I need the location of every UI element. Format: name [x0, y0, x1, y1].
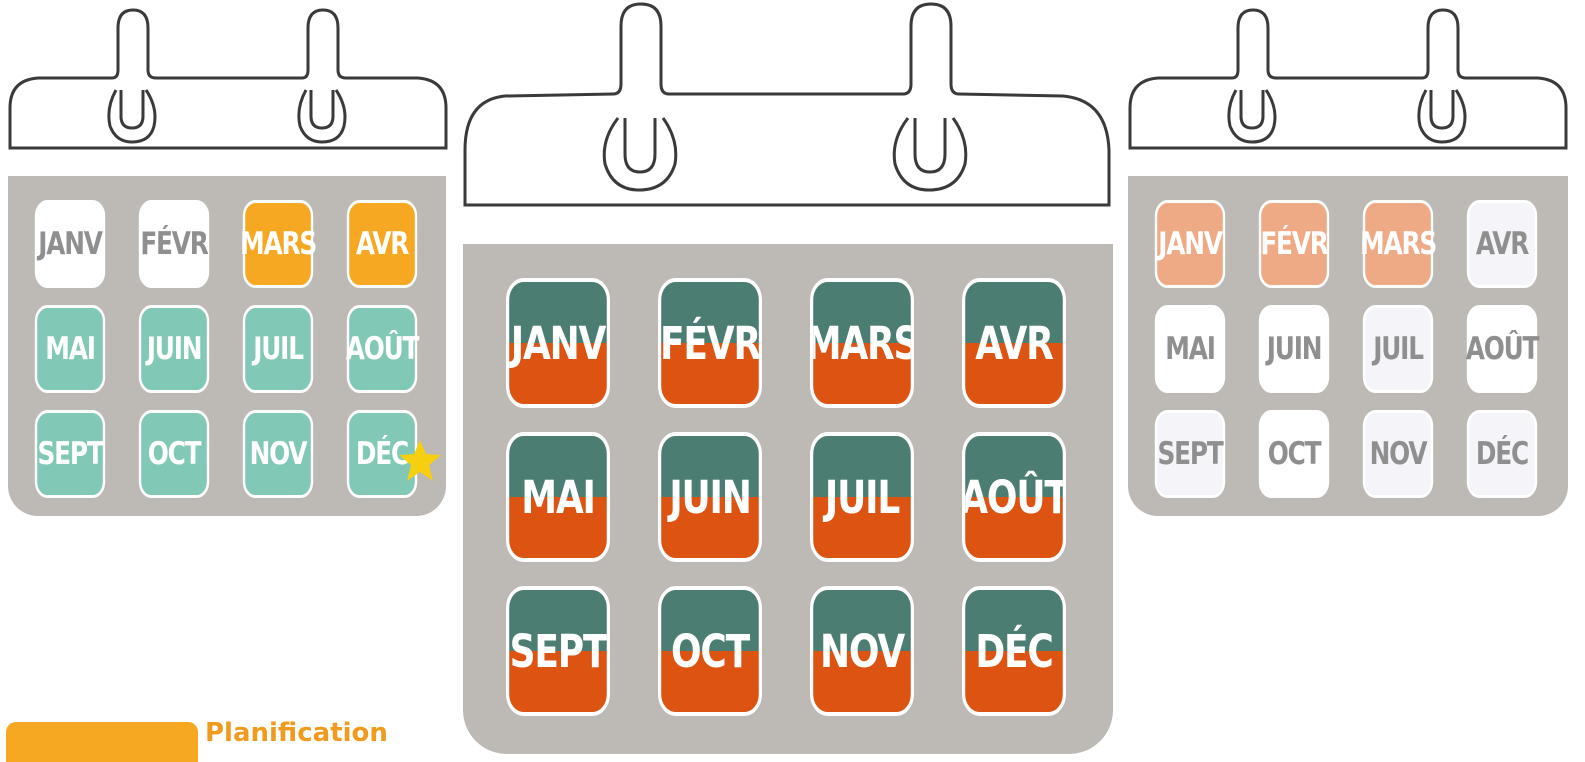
calendar-board: JANV FÉVR MARS AVR MAI JUIN JUIL AOÛT SEPT OCT NOV…	[8, 176, 446, 516]
month-tile[interactable]: JUIN	[1259, 305, 1329, 393]
calendar-right: JANV FÉVR MARS AVR MAI JUIN JUIL AOÛT SEPT OCT NOV…	[1128, 8, 1568, 518]
month-tile[interactable]: SEPT	[506, 586, 610, 716]
month-label: NOV	[250, 436, 307, 472]
month-tile[interactable]: MAI	[1155, 305, 1225, 393]
month-tile[interactable]: OCT	[658, 586, 762, 716]
calendar-binder-icon	[8, 8, 448, 178]
month-label: MAI	[1165, 331, 1215, 367]
month-label: JANV	[38, 226, 102, 262]
legend-swatch	[6, 722, 198, 762]
month-label: FÉVR	[660, 317, 760, 370]
month-label: AOÛT	[962, 471, 1066, 524]
month-tile[interactable]: DÉC	[1467, 410, 1537, 498]
month-label: SEPT	[37, 436, 102, 472]
month-tile[interactable]: JUIL	[1363, 305, 1433, 393]
month-label: NOV	[1370, 436, 1427, 472]
month-tile[interactable]: AVR	[962, 278, 1066, 408]
month-tile[interactable]: JANV	[506, 278, 610, 408]
month-tile[interactable]: AOÛT	[962, 432, 1066, 562]
legend-label: Planification	[205, 718, 388, 748]
month-label: DÉC	[975, 625, 1052, 678]
month-tile[interactable]: SEPT	[1155, 410, 1225, 498]
month-grid: JANV FÉVR MARS AVR MAI JUIN JUIL AOÛT SEPT OCT NOV…	[1146, 200, 1546, 498]
month-label: MAI	[521, 471, 594, 524]
month-label: JUIN	[1267, 331, 1322, 367]
month-label: OCT	[148, 436, 201, 472]
month-label: SEPT	[510, 625, 607, 678]
calendar-center: JANV FÉVR MARS AVR MAI JUIN JUIL AOÛT SEPT OCT NOV…	[463, 0, 1113, 750]
month-label: AVR	[975, 317, 1052, 370]
calendar-binder-icon	[463, 0, 1113, 240]
month-tile[interactable]: NOV	[243, 410, 313, 498]
month-label: JUIN	[669, 471, 750, 524]
month-label: MARS	[240, 226, 316, 262]
month-label: AVR	[356, 226, 408, 262]
month-tile[interactable]: AOÛT	[347, 305, 417, 393]
month-label: FÉVR	[1260, 226, 1327, 262]
month-tile[interactable]: NOV	[810, 586, 914, 716]
month-tile[interactable]: AVR	[347, 200, 417, 288]
month-tile[interactable]: MARS	[810, 278, 914, 408]
month-label: MARS	[1360, 226, 1436, 262]
calendar-binder-icon	[1128, 8, 1568, 178]
star-icon	[397, 438, 443, 484]
month-tile[interactable]: OCT	[139, 410, 209, 498]
month-tile[interactable]: JANV	[1155, 200, 1225, 288]
month-label: JUIL	[825, 471, 899, 524]
month-label: MAI	[45, 331, 95, 367]
month-label: AVR	[1476, 226, 1528, 262]
month-label: OCT	[1268, 436, 1321, 472]
month-tile[interactable]: FÉVR	[1259, 200, 1329, 288]
month-tile[interactable]: FÉVR	[658, 278, 762, 408]
month-tile[interactable]: OCT	[1259, 410, 1329, 498]
month-tile[interactable]: MAI	[35, 305, 105, 393]
month-tile[interactable]: JUIN	[658, 432, 762, 562]
month-label: JANV	[1158, 226, 1222, 262]
month-tile[interactable]: MARS	[1363, 200, 1433, 288]
month-label: AOÛT	[346, 331, 419, 367]
month-label: JUIL	[253, 331, 303, 367]
month-label: OCT	[671, 625, 749, 678]
month-tile[interactable]: AOÛT	[1467, 305, 1537, 393]
month-label: JUIN	[147, 331, 202, 367]
month-label: FÉVR	[140, 226, 207, 262]
month-tile[interactable]: JUIL	[243, 305, 313, 393]
month-tile[interactable]: MARS	[243, 200, 313, 288]
month-label: JUIL	[1373, 331, 1423, 367]
month-tile[interactable]: SEPT	[35, 410, 105, 498]
month-grid: JANV FÉVR MARS AVR MAI JUIN JUIL AOÛT SEPT OCT NOV…	[26, 200, 426, 498]
calendar-board: JANV FÉVR MARS AVR MAI JUIN JUIL AOÛT SEPT OCT NOV…	[1128, 176, 1568, 516]
calendar-board: JANV FÉVR MARS AVR MAI JUIN JUIL AOÛT SEPT OCT NOV…	[463, 244, 1113, 754]
calendar-left: JANV FÉVR MARS AVR MAI JUIN JUIL AOÛT SEPT OCT NOV…	[8, 8, 448, 518]
month-tile[interactable]: JUIN	[139, 305, 209, 393]
month-grid: JANV FÉVR MARS AVR MAI JUIN JUIL AOÛT SEPT OCT NOV…	[493, 278, 1079, 716]
month-tile[interactable]: JANV	[35, 200, 105, 288]
month-tile[interactable]: MAI	[506, 432, 610, 562]
month-tile[interactable]: AVR	[1467, 200, 1537, 288]
month-label: NOV	[820, 625, 904, 678]
month-label: DÉC	[1476, 436, 1528, 472]
month-label: JANV	[511, 317, 605, 370]
month-label: SEPT	[1157, 436, 1222, 472]
month-tile[interactable]: DÉC	[962, 586, 1066, 716]
month-label: AOÛT	[1466, 331, 1539, 367]
month-tile[interactable]: JUIL	[810, 432, 914, 562]
month-tile[interactable]: NOV	[1363, 410, 1433, 498]
month-tile[interactable]: FÉVR	[139, 200, 209, 288]
month-label: MARS	[810, 317, 914, 370]
